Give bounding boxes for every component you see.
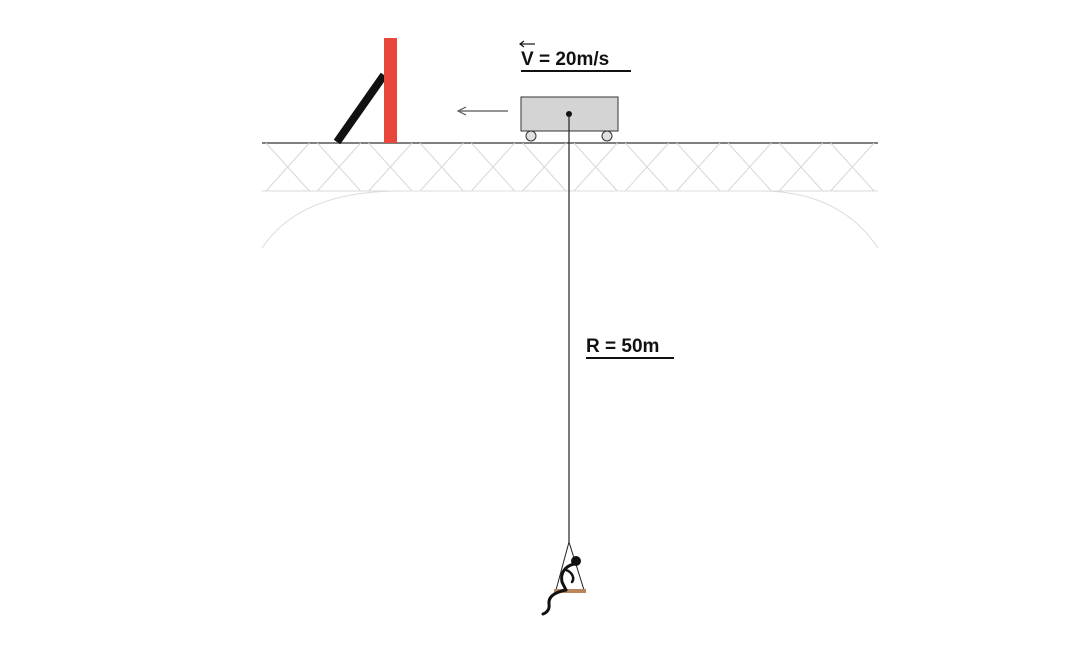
truss-strut <box>316 142 362 192</box>
bridge-structure <box>261 142 879 249</box>
rider-arm <box>564 568 575 584</box>
rider-body <box>560 562 576 592</box>
truss-strut <box>265 142 310 192</box>
cart-wheel-right <box>601 130 613 142</box>
bridge-truss <box>265 142 875 192</box>
truss-strut <box>624 142 670 192</box>
swing-rider <box>541 541 586 616</box>
bridge-arch <box>261 190 879 249</box>
swing-rope-left <box>555 541 570 591</box>
swing-rope-right <box>568 541 585 591</box>
truss-strut <box>830 142 875 192</box>
swing-seat <box>554 589 586 593</box>
velocity-label: V = 20m/s <box>521 49 610 70</box>
truss-strut <box>470 142 516 192</box>
cart-wheel-left <box>525 130 537 142</box>
truss-strut <box>676 142 721 192</box>
truss-strut <box>778 142 824 192</box>
truss-strut <box>419 142 464 192</box>
motion-arrow <box>456 106 508 116</box>
rider-legs <box>541 588 568 616</box>
truss-strut <box>368 142 413 192</box>
stopper-post <box>384 38 397 143</box>
truss-strut <box>573 142 618 192</box>
truss-strut <box>727 142 772 192</box>
stopper <box>333 38 397 145</box>
velocity-label-underline <box>521 70 631 72</box>
radius-label: R = 50m <box>586 336 660 357</box>
truss-strut <box>522 142 567 192</box>
vector-arrow-icon <box>519 40 535 48</box>
radius-label-underline <box>586 357 674 359</box>
stopper-brace <box>333 72 388 145</box>
